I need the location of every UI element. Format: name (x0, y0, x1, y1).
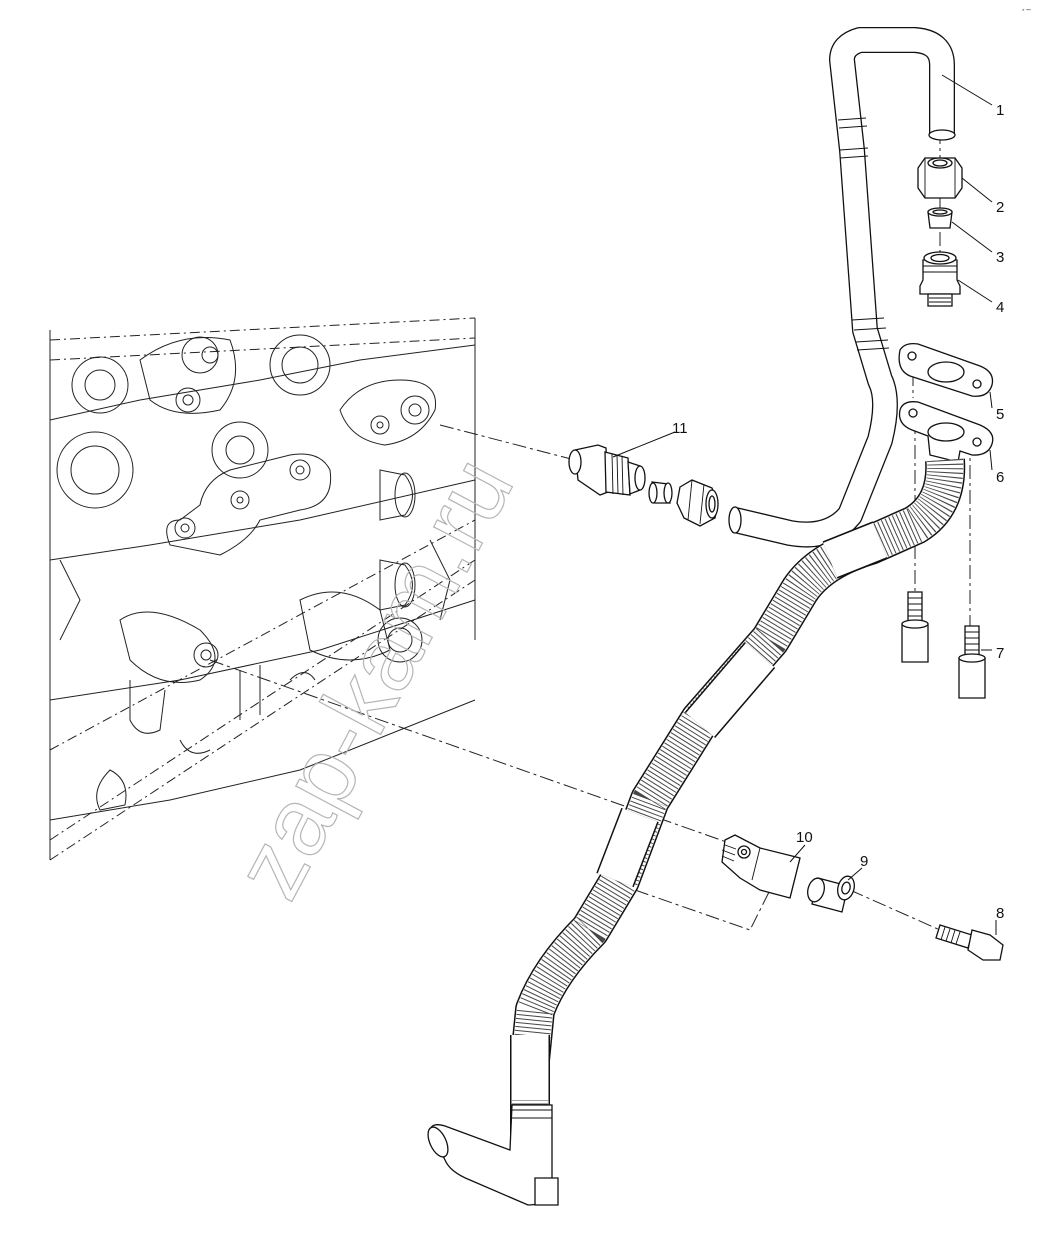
callout-labels: 1 2 3 4 5 6 7 8 9 10 11 (672, 102, 1004, 922)
clamp-bracket (721, 834, 801, 899)
callout-3: 3 (996, 249, 1004, 266)
engine-block (49, 317, 476, 861)
stud-right (958, 625, 986, 699)
callout-5: 5 (996, 406, 1004, 423)
callout-4: 4 (996, 299, 1004, 316)
callout-6: 6 (996, 469, 1004, 486)
adapter-fitting (919, 251, 961, 307)
banjo-fitting (568, 444, 646, 496)
callout-9: 9 (860, 853, 868, 870)
union-nut (917, 157, 963, 199)
stud-left (901, 591, 929, 663)
hose-flange (898, 401, 994, 463)
oil-feed-pipe (728, 27, 956, 548)
corner-mark: ▪ ━ (1022, 7, 1031, 14)
callout-2: 2 (996, 199, 1004, 216)
leader-lines (612, 74, 997, 935)
callout-7: 7 (996, 645, 1004, 662)
callout-8: 8 (996, 905, 1004, 922)
spacer-bushing (807, 875, 855, 913)
callout-11: 11 (672, 420, 688, 437)
sealing-ring (927, 207, 953, 229)
gasket (898, 342, 994, 397)
callout-1: 1 (996, 102, 1004, 119)
callout-10: 10 (796, 829, 813, 846)
watermark-text: zap-kam.ru (214, 441, 534, 915)
olive-ring-small (648, 481, 673, 504)
union-nut-small (676, 479, 719, 527)
bolt (935, 924, 1004, 961)
drain-hose (427, 458, 966, 1206)
